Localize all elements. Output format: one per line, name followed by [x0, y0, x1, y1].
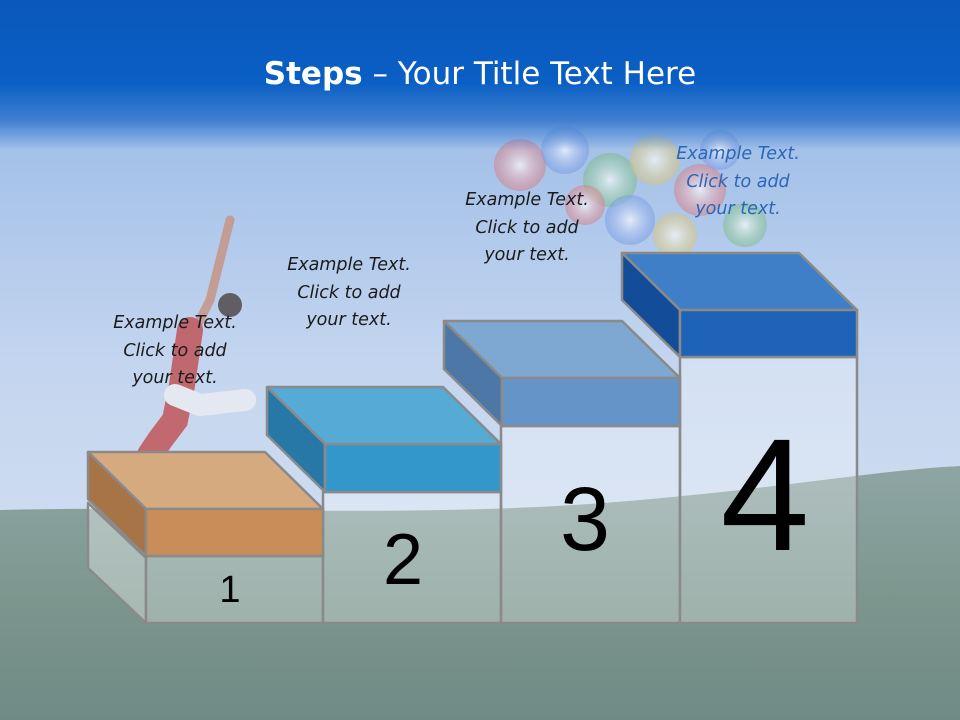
step-4-caption[interactable]: Example Text. Click to add your text.: [648, 141, 828, 224]
step-3-column: [499, 424, 682, 625]
step-4-column: [678, 355, 859, 625]
step-1-caption-line: your text.: [132, 368, 218, 388]
step-1-number: 1: [219, 569, 241, 611]
step-1-cap-front: [144, 507, 325, 558]
step-3-caption-line: Click to add: [475, 217, 579, 238]
step-3-caption-line: Example Text.: [465, 190, 589, 210]
step-4-cap-front: [678, 308, 859, 359]
step-4-number: 4: [720, 405, 810, 584]
step-2-caption-line: Example Text.: [287, 255, 411, 275]
step-3-number: 3: [559, 470, 611, 570]
step-3-caption[interactable]: Example Text. Click to add your text.: [437, 187, 617, 270]
step-2-cap-front: [323, 442, 503, 494]
slide-title[interactable]: Steps – Your Title Text Here: [0, 52, 960, 96]
step-2-caption-line: your text.: [306, 310, 392, 330]
title-bold-text: Steps: [263, 56, 363, 92]
step-4-caption-line: Click to add: [686, 171, 790, 192]
title-bar: [0, 0, 960, 150]
step-4-caption-line: your text.: [695, 199, 781, 219]
step-2-caption-line: Click to add: [297, 282, 401, 303]
jumping-person-shape: [137, 215, 256, 468]
step-1-caption[interactable]: Example Text. Click to add your text.: [85, 310, 265, 393]
step-3-cap-front: [500, 376, 682, 428]
title-text: – Your Title Text Here: [362, 56, 697, 92]
step-3-caption-line: your text.: [484, 245, 570, 265]
step-2-caption[interactable]: Example Text. Click to add your text.: [259, 252, 439, 335]
step-4-caption-line: Example Text.: [676, 144, 800, 164]
step-2-number: 2: [382, 520, 424, 600]
step-1-caption-line: Click to add: [123, 340, 227, 361]
step-1-caption-line: Example Text.: [113, 313, 237, 333]
